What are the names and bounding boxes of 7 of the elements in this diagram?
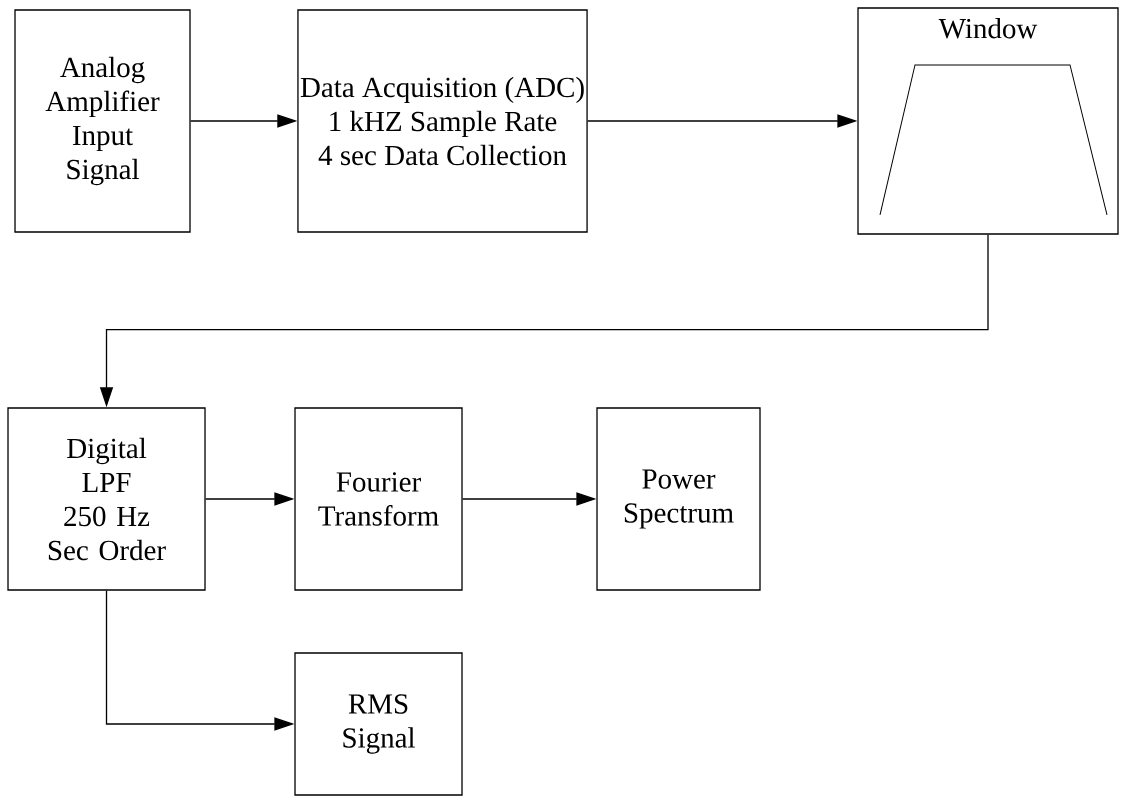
process-box: Fourier Transform [294,407,463,591]
process-box: Digital LPF 250 Hz Sec Order [7,407,206,591]
process-box: Window [857,7,1119,235]
process-box: Power Spectrum [596,407,761,591]
process-box: Analog Amplifier Input Signal [14,9,191,233]
process-box: RMS Signal [294,652,463,796]
process-box: Data Acquisition (ADC) 1 kHZ Sample Rate 4 sec Data Collection [297,9,588,233]
